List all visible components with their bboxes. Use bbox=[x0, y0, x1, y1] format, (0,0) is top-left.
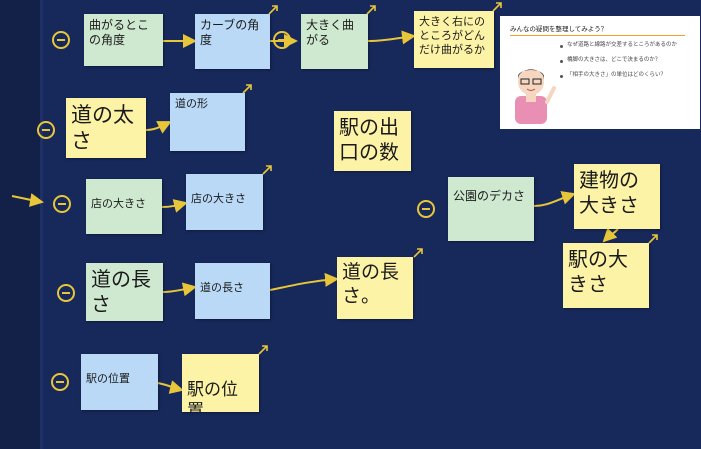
note-n17[interactable]: 駅の位置 bbox=[182, 354, 259, 412]
connector-n5-n6 bbox=[145, 121, 172, 134]
note-n9[interactable]: 店の大きさ bbox=[186, 174, 263, 230]
collapse-minus-circle-icon[interactable] bbox=[37, 121, 55, 139]
open-corner-arrow-icon[interactable] bbox=[366, 5, 376, 15]
embedded-slide-image[interactable]: みんなの疑問を整理してみよう？ なぜ道路と線路が交差するところがあるのか 橋脚の… bbox=[500, 16, 700, 129]
sidebar-divider bbox=[40, 0, 43, 449]
note-n12[interactable]: 駅の大きさ bbox=[563, 243, 649, 308]
note-n1[interactable]: 曲がるとこの角度 bbox=[84, 14, 163, 66]
connector-n16-n17 bbox=[157, 380, 184, 394]
note-n10[interactable]: 公園のデカさ bbox=[448, 177, 534, 241]
slide-bullet-list: なぜ道路と線路が交差するところがあるのか 橋脚の大きさは、どこで決まるのか？ 「… bbox=[560, 42, 695, 87]
open-corner-arrow-icon[interactable] bbox=[648, 234, 658, 244]
connector-n8-n9 bbox=[161, 199, 188, 213]
collapse-minus-circle-icon[interactable] bbox=[52, 31, 70, 49]
connector-n13-n14 bbox=[162, 282, 197, 297]
note-n6[interactable]: 道の形 bbox=[170, 93, 245, 151]
note-n4[interactable]: 大きく右にのところがどんだけ曲がるか bbox=[414, 11, 494, 68]
open-corner-arrow-icon[interactable] bbox=[413, 248, 423, 258]
note-n11[interactable]: 建物の大きさ bbox=[574, 164, 660, 229]
connector-n11-n12 bbox=[602, 227, 619, 243]
note-n15[interactable]: 道の長さ。 bbox=[337, 257, 413, 319]
note-n5[interactable]: 道の太さ bbox=[66, 98, 146, 158]
presenter-illustration bbox=[515, 69, 556, 124]
left-sidebar bbox=[0, 0, 40, 449]
note-n7[interactable]: 駅の出口の数 bbox=[334, 111, 411, 171]
open-corner-arrow-icon[interactable] bbox=[268, 5, 278, 15]
note-n3[interactable]: 大きく曲がる bbox=[301, 14, 368, 69]
note-n13[interactable]: 道の長さ bbox=[86, 263, 163, 321]
open-corner-arrow-icon[interactable] bbox=[262, 165, 272, 175]
collapse-minus-circle-icon[interactable] bbox=[53, 195, 71, 213]
connector-n14-n15 bbox=[269, 272, 339, 291]
open-corner-arrow-icon[interactable] bbox=[492, 2, 502, 12]
note-n2[interactable]: カーブの角度 bbox=[195, 14, 270, 69]
collapse-minus-circle-icon[interactable] bbox=[417, 200, 435, 218]
collapse-minus-circle-icon[interactable] bbox=[57, 284, 75, 302]
connector-n3-n4 bbox=[367, 30, 416, 45]
collapse-minus-circle-icon[interactable] bbox=[273, 31, 291, 49]
note-n14[interactable]: 道の長さ bbox=[195, 263, 270, 319]
open-corner-arrow-icon[interactable] bbox=[258, 345, 268, 355]
slide-title: みんなの疑問を整理してみよう？ bbox=[510, 23, 685, 36]
slide-bullet: なぜ道路と線路が交差するところがあるのか bbox=[560, 42, 695, 49]
slide-bullet: 橋脚の大きさは、どこで決まるのか？ bbox=[560, 57, 695, 64]
note-n8[interactable]: 店の大きさ bbox=[86, 179, 162, 234]
slide-bullet: 「相手の大きさ」の単位はどのくらい？ bbox=[560, 72, 695, 79]
connector-n10-n11 bbox=[533, 191, 576, 207]
collapse-minus-circle-icon[interactable] bbox=[51, 373, 69, 391]
note-n16[interactable]: 駅の位置 bbox=[81, 354, 158, 410]
open-corner-arrow-icon[interactable] bbox=[242, 84, 252, 94]
